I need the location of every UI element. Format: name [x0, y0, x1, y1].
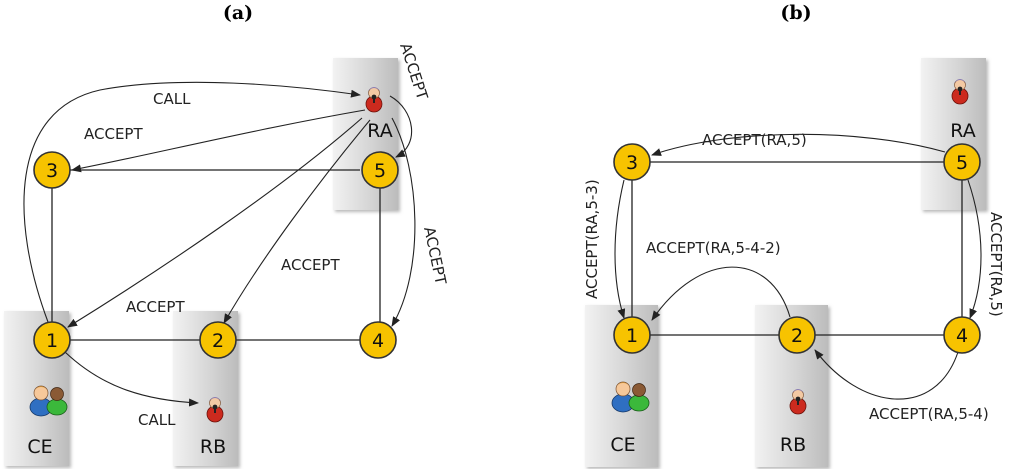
box-rb-b-label: RB [780, 434, 806, 456]
node-5-b: 5 [943, 143, 981, 181]
msg-accept-ra-4-a-label: ACCEPT [420, 225, 450, 287]
node-5-a: 5 [361, 151, 399, 189]
msg-call-1-rb-a [64, 351, 199, 407]
msg-accept-ra-5-a [389, 95, 413, 158]
box-ce-b-label: CE [610, 434, 635, 456]
node-2-a-label: 2 [212, 330, 224, 352]
node-1-b-label: 1 [626, 325, 638, 347]
node-3-b-label: 3 [626, 152, 638, 174]
box-ra-b-label: RA [950, 120, 975, 142]
box-ra-a-label: RA [367, 120, 392, 142]
node-4-b-label: 4 [956, 325, 968, 347]
msg-accept-ra-1-a-label: ACCEPT [126, 298, 185, 316]
node-4-a-label: 4 [372, 330, 384, 352]
panel-a-title: (a) [223, 2, 253, 24]
box-ra-b: RA [921, 58, 986, 210]
msg-accept-ra-3-a [71, 109, 366, 173]
msg-accept-2-1-b [651, 266, 791, 321]
node-4-b: 4 [943, 316, 981, 354]
msg-accept-5-3-b-label: ACCEPT(RA,5) [702, 131, 807, 149]
box-rb-a-label: RB [200, 436, 226, 458]
msg-accept-ra-5-a-label: ACCEPT [396, 41, 431, 103]
msg-accept-ra-4-a [391, 117, 416, 327]
msg-accept-ra-1-a [67, 117, 363, 328]
msg-accept-3-1-b-label: ACCEPT(RA,5-3) [583, 179, 601, 299]
msg-accept-ra-2-a-label: ACCEPT [281, 256, 340, 274]
panel-a: (a) RA CE RB CALL ACCEPT ACCEPT [4, 2, 450, 466]
msg-call-1-rb-a-label: CALL [138, 411, 176, 429]
box-ce-a-label: CE [27, 436, 52, 458]
node-4-a: 4 [359, 321, 397, 359]
msg-accept-5-3-b [651, 133, 946, 156]
node-3-a: 3 [33, 151, 71, 189]
msg-accept-5-4-b-label: ACCEPT(RA,5) [987, 212, 1005, 317]
msg-call-1-ra-a-label: CALL [153, 90, 191, 108]
msg-accept-3-1-b [614, 179, 626, 319]
node-3-b: 3 [613, 143, 651, 181]
node-1-a-label: 1 [46, 330, 58, 352]
msg-call-1-ra-a [23, 81, 361, 323]
msg-accept-4-2-b [814, 349, 959, 400]
node-5-a-label: 5 [374, 160, 386, 182]
node-3-a-label: 3 [46, 160, 58, 182]
msg-accept-2-1-b-label: ACCEPT(RA,5-4-2) [646, 239, 781, 257]
node-2-a: 2 [199, 321, 237, 359]
node-2-b: 2 [778, 316, 816, 354]
panel-b: (b) RA CE RB ACCEPT(RA,5) ACCEPT(RA,5-3) [583, 2, 1005, 467]
node-1-b: 1 [613, 316, 651, 354]
msg-accept-4-2-b-label: ACCEPT(RA,5-4) [869, 405, 989, 423]
panel-b-title: (b) [780, 2, 811, 24]
msg-accept-5-4-b [967, 179, 982, 319]
node-1-a: 1 [33, 321, 71, 359]
node-5-b-label: 5 [956, 152, 968, 174]
msg-accept-ra-3-a-label: ACCEPT [84, 125, 143, 143]
node-2-b-label: 2 [791, 325, 803, 347]
msg-accept-ra-2-a [223, 119, 371, 324]
